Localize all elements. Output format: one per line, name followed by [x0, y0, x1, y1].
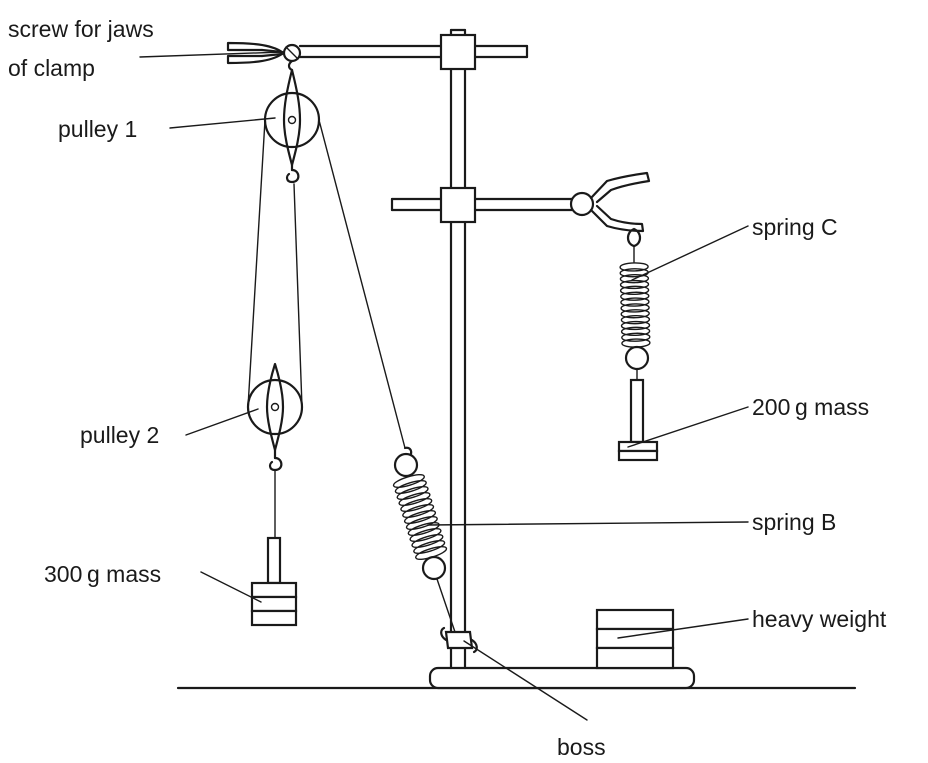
- label-screw-line2: of clamp: [8, 55, 95, 81]
- mass-300g: [250, 536, 298, 627]
- stand-rod: [449, 28, 467, 670]
- top-arm: [298, 33, 529, 71]
- stand-base: [428, 666, 696, 690]
- label-spring-c: spring C: [752, 214, 838, 240]
- pulley-1: [263, 68, 321, 184]
- right-clamp: [569, 171, 651, 233]
- pulley-strings: [247, 119, 406, 539]
- label-screw-line1: screw for jaws: [8, 16, 154, 42]
- spring-c-coil: [619, 262, 651, 348]
- spring-b: [392, 446, 456, 633]
- heavy-weight: [595, 608, 675, 670]
- label-mass-200g: 200 g mass: [752, 394, 869, 420]
- screw-for-jaws: [282, 43, 302, 72]
- spring-c: [619, 227, 651, 381]
- middle-arm: [390, 186, 574, 224]
- leader-lines: [139, 51, 749, 721]
- spring-b-coil: [392, 474, 448, 560]
- pulley-2: [246, 362, 304, 472]
- label-pulley-2: pulley 2: [80, 422, 159, 448]
- label-boss: boss: [557, 734, 606, 760]
- mass-200g: [617, 378, 659, 462]
- label-mass-300g: 300 g mass: [44, 561, 161, 587]
- label-pulley-1: pulley 1: [58, 116, 137, 142]
- boss: [440, 626, 478, 654]
- label-spring-b: spring B: [752, 509, 836, 535]
- label-heavy-weight: heavy weight: [752, 606, 887, 632]
